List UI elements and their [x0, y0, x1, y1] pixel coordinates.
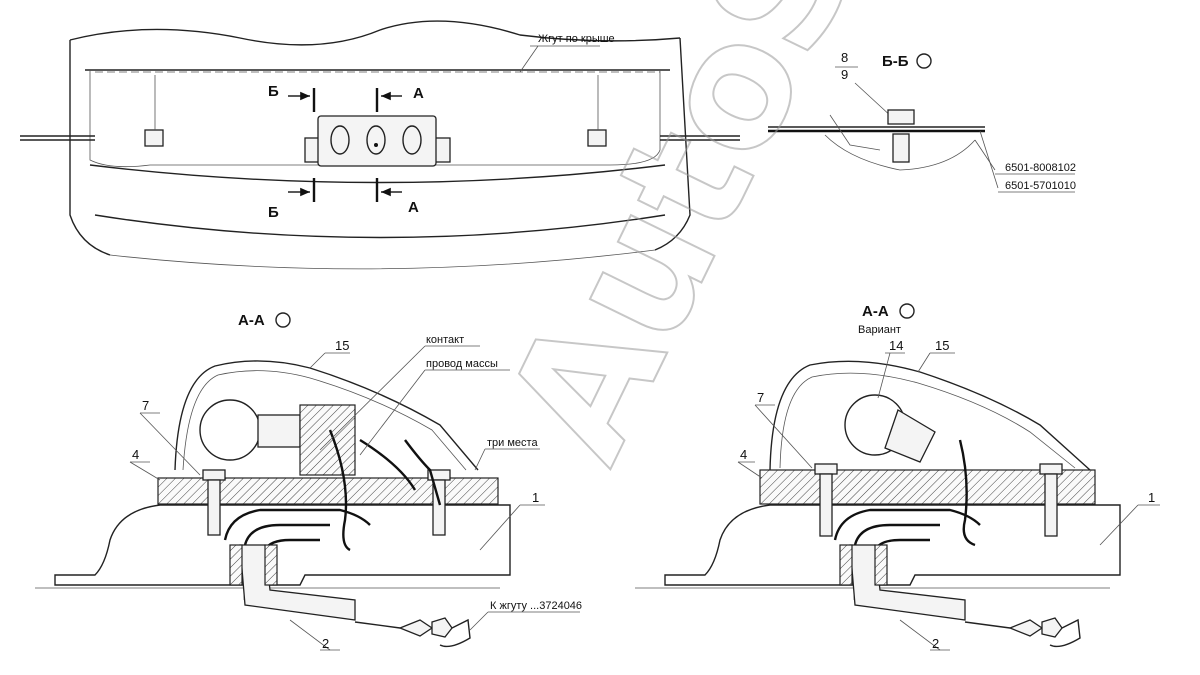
bolt-shank [892, 133, 910, 163]
section-aa-right-circle-icon [899, 303, 915, 319]
section-aa-left: А-А 15 [35, 312, 582, 651]
bulb-socket-variant [884, 409, 936, 463]
watermark-logo: AutoSoft [469, 0, 1017, 488]
part-15-label-right: 15 [935, 338, 949, 353]
lamp-base-part-4-variant [759, 469, 1096, 505]
section-a-letter-bottom: А [408, 199, 419, 216]
grommet-part-2-variant [849, 544, 966, 621]
part-7-label-right: 7 [757, 390, 764, 405]
part-2-label-right: 2 [932, 636, 939, 651]
part-14-label: 14 [889, 338, 903, 353]
ref-6501-5701010: 6501-5701010 [1005, 180, 1076, 192]
part-4-label-left: 4 [132, 447, 139, 462]
grommet-part-2 [239, 544, 356, 621]
part-8-label: 8 [841, 50, 848, 65]
center-triple-lamp [304, 115, 451, 167]
section-aa-left-title: А-А [238, 312, 265, 329]
section-b-letter-bottom: Б [268, 204, 279, 221]
section-bb-circle-icon [916, 53, 932, 69]
section-aa-right-title: А-А [862, 303, 889, 320]
roof-harness-label: Жгут по крыше [538, 33, 615, 45]
section-bb: Б-Б 8 9 6501-8008102 6501-5701010 [768, 50, 1076, 193]
ground-wire-label: провод массы [426, 358, 498, 370]
left-roof-lamp [144, 129, 164, 147]
part-4-label-right: 4 [740, 447, 747, 462]
section-b-letter-top: Б [268, 83, 279, 100]
top-view: Жгут по крыше Б А Б А [20, 20, 740, 270]
section-aa-right: А-А Вариант 15 14 7 [635, 303, 1160, 651]
part-15-label-left: 15 [335, 338, 349, 353]
contact-label: контакт [426, 334, 464, 346]
to-harness-label: К жгуту ...3724046 [490, 600, 582, 612]
right-roof-lamp [587, 129, 607, 147]
bolt-head [887, 109, 915, 125]
part-7-label-left: 7 [142, 398, 149, 413]
part-9-label: 9 [841, 67, 848, 82]
section-a-letter-top: А [413, 85, 424, 102]
bulb-left [199, 399, 261, 461]
part-1-label-right: 1 [1148, 490, 1155, 505]
part-2-label-left: 2 [322, 636, 329, 651]
bulb-socket-left [257, 414, 301, 448]
part-1-label-left: 1 [532, 490, 539, 505]
three-places-label: три места [487, 437, 538, 449]
section-bb-title: Б-Б [882, 53, 909, 70]
ref-6501-8008102: 6501-8008102 [1005, 162, 1076, 174]
variant-label: Вариант [858, 324, 901, 336]
section-aa-left-circle-icon [275, 312, 291, 328]
